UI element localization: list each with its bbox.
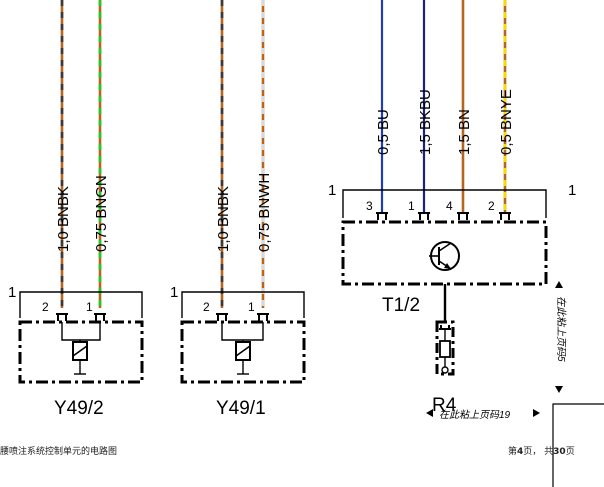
wire-label: 0,5 BNYE [498,89,515,155]
paste-note-text: 在此粘上页码19 [439,409,511,421]
page-corner-frame [552,403,604,487]
pin-label: 2 [42,300,49,314]
triangle-up-icon [555,281,563,288]
component-label: T1/2 [382,295,420,316]
corner-label: 1 [568,182,576,199]
wire-label: 1,5 BKBU [417,89,434,155]
component-t1-2: 0,5 BU 1,5 BKBU 1,5 BN 0,5 BNYE 1 1 3 1 … [328,0,576,316]
paste-note-bottom: 在此粘上页码19 [426,409,540,421]
wire-label: 1,0 BNBK [55,186,72,252]
corner-label: 1 [170,284,178,301]
page-total: 30 [553,447,566,457]
pin-label: 1 [86,300,93,314]
pin-label: 2 [203,300,210,314]
paste-note-right: 在此粘上页码5 [555,281,567,393]
pin-label: 2 [488,199,495,213]
wire-label: 0,5 BU [375,109,392,155]
component-label: Y49/1 [216,398,266,419]
sensor-icon [439,330,451,374]
pin-label: 4 [446,199,453,213]
page-mid: 页， 共 [523,447,554,457]
triangle-right-icon [533,409,540,417]
component-label: R4 [432,395,457,416]
footer-caption: 腰喷注系统控制单元的电路图 [0,447,118,457]
wire-label: 0,75 BNWH [256,173,273,252]
component-label: Y49/2 [54,398,104,419]
pin-label: 1 [408,199,415,213]
component-r4: R4 [432,284,457,416]
wire-label: 1,0 BNBK [215,186,232,252]
pin-label: 1 [248,300,255,314]
transistor-icon [429,241,460,271]
corner-label: 1 [8,284,16,301]
pin-label: 3 [366,199,373,213]
component-y49-2: 1,0 BNBK 0,75 BNGN 1 2 1 Y49/2 [8,0,144,419]
wire-label: 0,75 BNGN [93,175,110,252]
page-suffix: 页 [565,447,575,457]
triangle-down-icon [555,386,563,393]
wire-label: 1,5 BN [456,109,473,155]
page-prefix: 第 [508,447,518,457]
page-number: 4 [517,447,524,457]
triangle-left-icon [426,409,433,417]
paste-note-text: 在此粘上页码5 [555,296,567,362]
component-y49-1: 1,0 BNBK 0,75 BNWH 1 2 1 Y49/1 [170,0,306,419]
footer-page-indicator: 第4页， 共30页 [508,444,575,457]
corner-label: 1 [328,182,336,199]
